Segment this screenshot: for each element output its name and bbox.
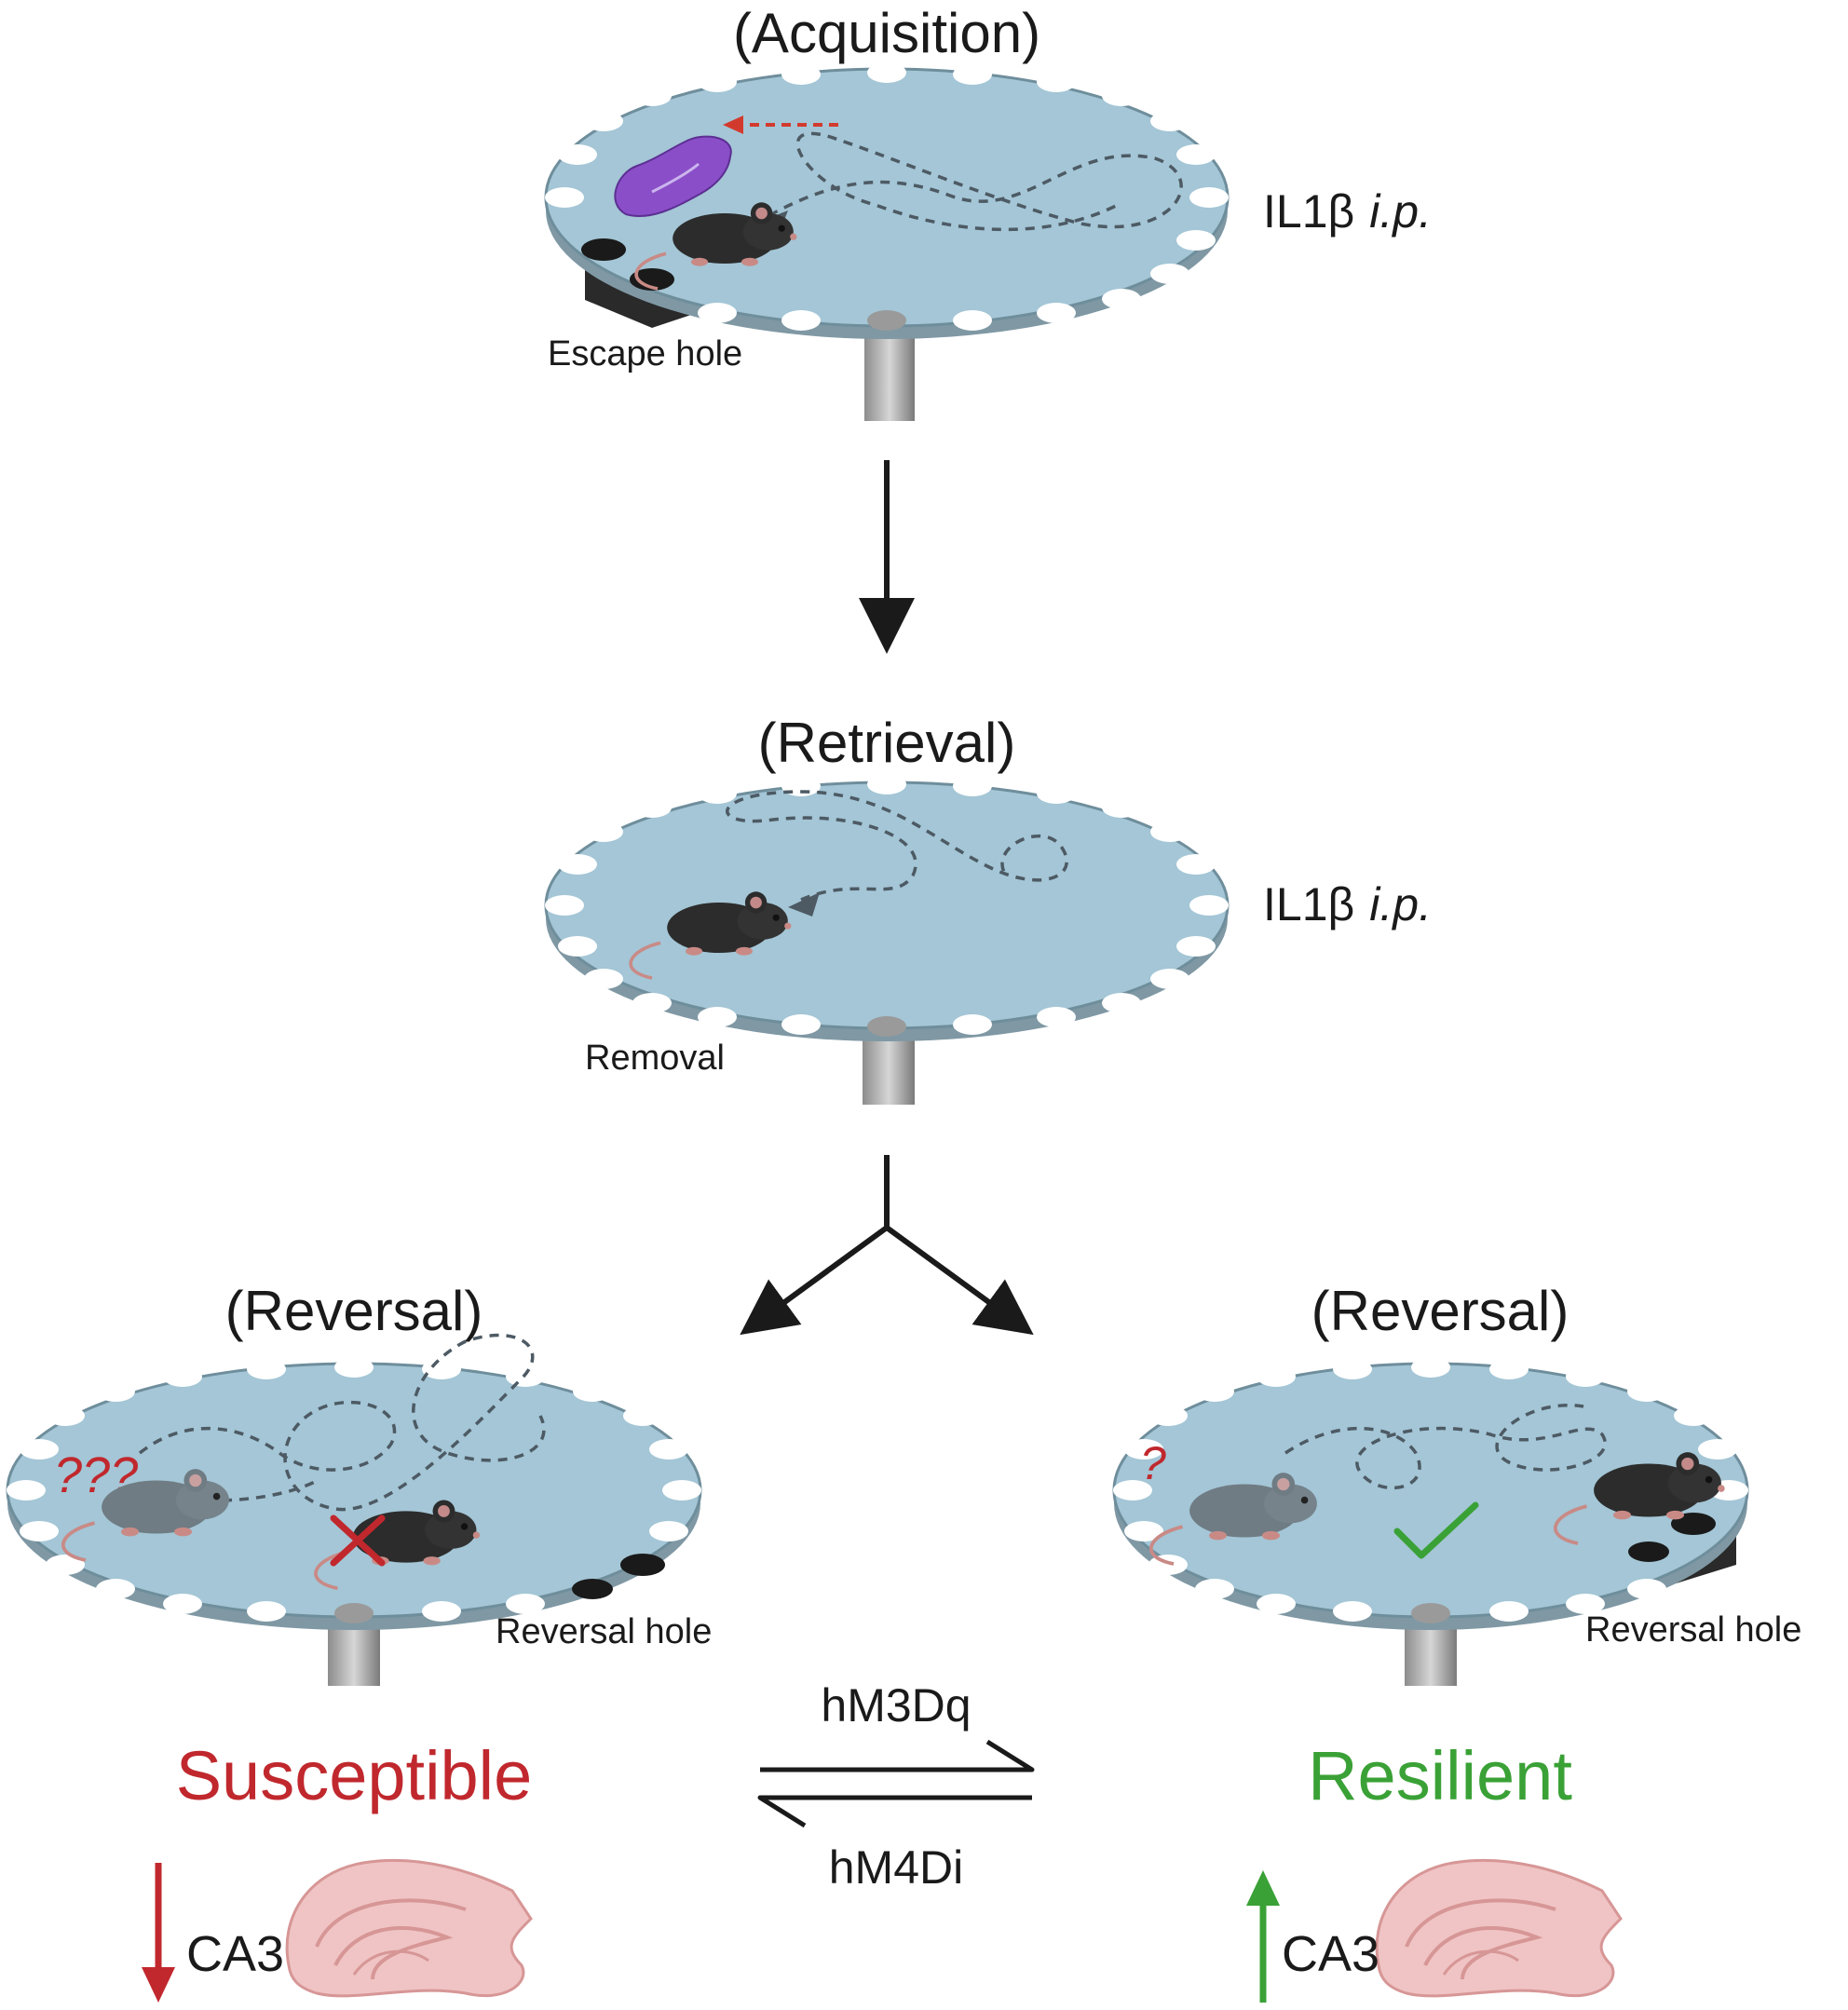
- escape-hole-label: Escape hole: [548, 334, 742, 373]
- reversal-hole-label-resilient: Reversal hole: [1585, 1610, 1801, 1650]
- acquisition-holes: [545, 62, 1229, 331]
- reversal-hole: [620, 1554, 665, 1576]
- susceptible-hippocampus: CA3: [142, 1858, 534, 2003]
- acquisition-treatment: IL1β i.p.: [1263, 185, 1432, 238]
- reversal-susceptible-platform: ???: [6, 1333, 702, 1686]
- confusion-marks-resilient: ?: [1140, 1437, 1166, 1489]
- forward-harpoon: [760, 1739, 1035, 1772]
- acquisition-stage: (Acquisition): [544, 2, 1432, 421]
- reversal-resilient-title: (Reversal): [1311, 1280, 1569, 1342]
- reversal-resilient-holes: [1113, 1357, 1748, 1622]
- reversal-susceptible-stage: (Reversal): [6, 1280, 712, 1686]
- acquisition-platform: [544, 62, 1230, 421]
- resilient-hippocampus: CA3: [1246, 1858, 1623, 2003]
- retrieval-treatment-name: IL1β: [1263, 878, 1354, 930]
- reversal-susceptible-holes: [7, 1357, 701, 1622]
- hippocampus-icon-resilient: [1375, 1858, 1623, 1998]
- susceptible-region: CA3: [186, 1926, 284, 1982]
- split-arrow: [740, 1155, 1034, 1336]
- reversal-hole-resilient: [1671, 1513, 1716, 1535]
- reversal-resilient-search-path: [1284, 1403, 1607, 1490]
- retrieval-platform: [544, 774, 1230, 1105]
- escape-hole: [581, 238, 626, 261]
- resilient-label: Resilient: [1308, 1737, 1572, 1814]
- retrieval-stage: (Retrieval) IL1: [544, 712, 1432, 1105]
- removed-hole: [867, 1016, 906, 1037]
- backward-intervention-label: hM4Di: [829, 1841, 963, 1894]
- susceptible-label: Susceptible: [176, 1737, 533, 1814]
- removal-label: Removal: [585, 1039, 725, 1078]
- retrieval-treatment: IL1β i.p.: [1263, 878, 1432, 930]
- retrieval-title: (Retrieval): [758, 712, 1016, 774]
- retrieval-search-path: [726, 790, 1068, 902]
- cross-icon: [330, 1514, 386, 1567]
- resilient-region: CA3: [1282, 1926, 1379, 1982]
- dreadd-equilibrium: hM3Dq hM4Di: [757, 1679, 1035, 1894]
- glove-icon: [614, 135, 732, 217]
- reversal-hole-label-susceptible: Reversal hole: [496, 1612, 712, 1651]
- check-icon: [1393, 1501, 1479, 1559]
- acquisition-treatment-route: i.p.: [1369, 185, 1432, 238]
- forward-intervention-label: hM3Dq: [821, 1679, 971, 1732]
- acquisition-title: (Acquisition): [733, 2, 1040, 64]
- reversal-resilient-stage: (Reversal): [1112, 1280, 1801, 1686]
- hippocampus-icon: [285, 1858, 534, 1998]
- reversal-resilient-platform: ?: [1112, 1357, 1749, 1686]
- acquisition-search-path: [754, 131, 1183, 232]
- backward-harpoon: [757, 1795, 1032, 1828]
- reversal-susceptible-title: (Reversal): [225, 1280, 483, 1342]
- retrieval-holes: [545, 774, 1229, 1035]
- retrieval-treatment-route: i.p.: [1369, 878, 1432, 930]
- acquisition-treatment-name: IL1β: [1263, 185, 1354, 238]
